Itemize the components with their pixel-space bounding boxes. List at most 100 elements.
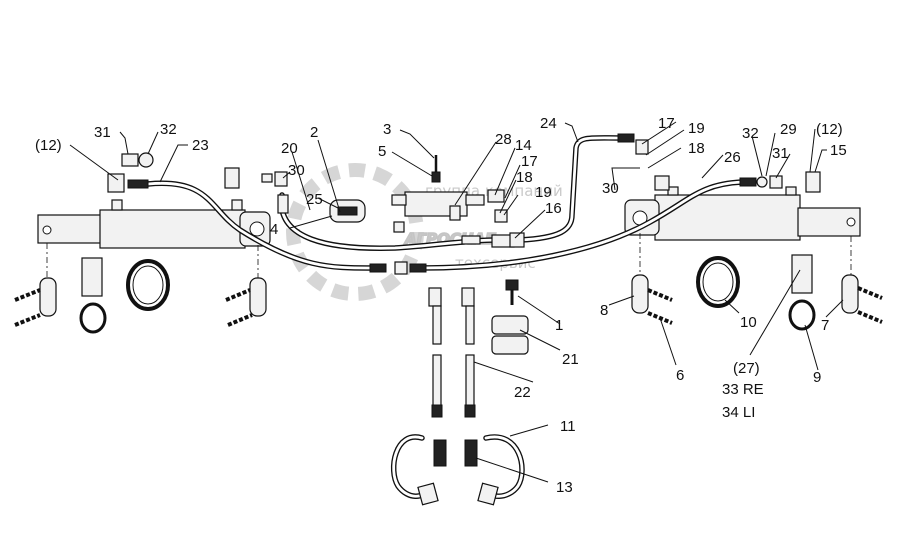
bolt-6-left-d: [227, 313, 253, 327]
bolt-6-right-a: [647, 288, 673, 302]
tube-22-left-lower: [432, 354, 442, 411]
left-head-eye-icon: [249, 221, 265, 237]
callout-32-left: 32: [160, 121, 177, 138]
left-mount-parts: [14, 257, 267, 334]
clamp-10-right: [696, 256, 740, 308]
callout-5: 5: [378, 143, 386, 160]
fitting-23-end: [127, 179, 149, 189]
watermark: группа компаний АГРОСНАБ техсервис: [286, 163, 563, 301]
callout-14: 14: [515, 137, 532, 154]
elbow-fitting-16: [509, 232, 525, 248]
callout-17-right: 17: [658, 115, 675, 132]
bushing-27-right: [791, 254, 813, 294]
callout-19-center: 19: [535, 184, 552, 201]
valve-port-left: [391, 194, 407, 206]
callout-1: 1: [555, 317, 563, 334]
bolt-7-right-a: [857, 286, 883, 300]
callout-24: 24: [540, 115, 557, 132]
fitting-24-end: [617, 133, 635, 143]
right-port-1: [667, 186, 679, 196]
callout-3: 3: [383, 121, 391, 138]
callout-2: 2: [310, 124, 318, 141]
coupler-13-right: [464, 439, 478, 467]
pin-7-right: [841, 274, 859, 314]
elbow-22-right: [461, 287, 475, 307]
callout-30-left: 30: [288, 162, 305, 179]
callout-11: 11: [560, 418, 576, 435]
elbow-fitting-30-right: [654, 175, 670, 191]
elbow-22-left: [428, 287, 442, 307]
bolt-6-left-c: [225, 288, 251, 302]
callout-34-li: 34 LI: [722, 404, 755, 421]
callout-29: 29: [780, 121, 797, 138]
bolt-6-left-a: [14, 288, 41, 302]
center-parts: [428, 279, 529, 418]
callout-17-center: 17: [521, 153, 538, 170]
callout-26: 26: [724, 149, 741, 166]
callout-12-right: (12): [816, 121, 843, 138]
elbow-fitting-30-left: [274, 171, 288, 187]
right-rod-eye-icon: [846, 217, 856, 227]
clamp-9-right: [788, 299, 816, 331]
clamp-21-lower: [491, 335, 529, 355]
right-cylinder-rod-end: [797, 207, 861, 237]
adapter-31-right: [769, 175, 783, 189]
hose-11-left-end: [417, 482, 439, 506]
pin-8-left: [39, 277, 57, 317]
callout-21: 21: [562, 351, 579, 368]
leader-lines: [69, 121, 844, 483]
callout-33-re: 33 RE: [722, 381, 764, 398]
fitting-26-mid: [409, 263, 427, 273]
elbow-fitting-right: [805, 171, 821, 193]
callout-19-right: 19: [688, 120, 705, 137]
pin-8-right-of-left: [249, 277, 267, 317]
adapter-upper-left: [261, 173, 273, 183]
bolt-1-head: [505, 279, 519, 291]
fitting-vertical-left: [277, 194, 289, 214]
pin-8-right: [631, 274, 649, 314]
fitting-lower-mid: [461, 235, 481, 245]
clamp-21-upper: [491, 315, 529, 335]
bracket-25-slot: [337, 206, 358, 216]
tube-22-left-upper: [432, 305, 442, 345]
tube-22-right-upper: [465, 305, 475, 345]
callout-32-right: 32: [742, 125, 759, 142]
coupler-13-left: [433, 439, 447, 467]
left-port-1: [111, 199, 123, 211]
bolt-5: [431, 171, 441, 183]
fitting-17-upper: [487, 189, 505, 203]
callout-18-center: 18: [516, 169, 533, 186]
tee-fitting-mid: [394, 261, 408, 275]
callout-4: 4: [270, 221, 278, 238]
callout-16: 16: [545, 200, 562, 217]
callout-31-right: 31: [772, 145, 789, 162]
right-port-2: [785, 186, 797, 196]
bolt-7-right-b: [857, 310, 883, 324]
seal-32-right: [756, 176, 768, 188]
fitting-22-left-end: [431, 404, 443, 418]
callout-31-left: 31: [94, 124, 111, 141]
fitting-22-right-end: [464, 404, 476, 418]
hose-11-right-end: [477, 482, 499, 506]
callout-30-right: 30: [602, 180, 619, 197]
bottom-assembly: [390, 434, 525, 506]
callout-18-right: 18: [688, 140, 705, 157]
elbow-fitting-left: [107, 173, 125, 193]
left-cylinder-barrel: [99, 209, 246, 249]
fittings: [107, 133, 821, 275]
bracket-25: [329, 199, 366, 223]
callout-20: 20: [281, 140, 298, 157]
clamp-10-left: [126, 259, 170, 311]
callout-25: 25: [306, 191, 323, 208]
callout-7: 7: [821, 317, 829, 334]
left-port-2: [231, 199, 243, 211]
fitting-23-mid: [369, 263, 387, 273]
elbow-fitting-upper-left: [224, 167, 240, 189]
callout-10: 10: [740, 314, 757, 331]
nut-20: [393, 221, 405, 233]
fitting-26-end: [739, 177, 757, 187]
callout-12-left: (12): [35, 137, 62, 154]
callout-23: 23: [192, 137, 209, 154]
